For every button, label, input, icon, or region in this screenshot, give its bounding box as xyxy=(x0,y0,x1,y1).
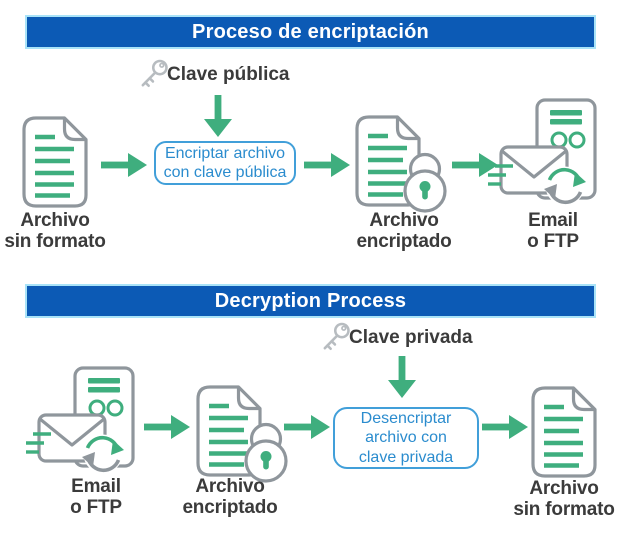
arrow-right-icon xyxy=(144,413,190,441)
email-ftp-icon xyxy=(487,98,599,208)
key-icon xyxy=(138,58,170,90)
locked-document-icon xyxy=(196,385,290,483)
arrow-right-icon xyxy=(304,151,350,179)
arrow-right-icon xyxy=(101,151,147,179)
public-key-label: Clave pública xyxy=(167,64,290,85)
encrypt-process-box: Encriptar archivo con clave pública xyxy=(154,141,296,185)
public-key-label-group: Clave pública xyxy=(138,58,290,90)
document-icon xyxy=(531,386,597,478)
arrow-right-icon xyxy=(284,413,330,441)
plain-file-label: Archivo sin formato xyxy=(4,210,106,252)
decryption-title: Decryption Process xyxy=(214,289,407,312)
document-icon xyxy=(22,116,88,208)
locked-document-icon xyxy=(355,115,449,213)
transport-label: Email o FTP xyxy=(527,210,579,252)
encrypted-file-label: Archivo encriptado xyxy=(182,476,278,518)
arrow-down-icon xyxy=(202,95,234,137)
encrypted-file-label: Archivo encriptado xyxy=(356,210,452,252)
private-key-label: Clave privada xyxy=(349,327,473,348)
arrow-right-icon xyxy=(482,413,528,441)
email-ftp-icon xyxy=(25,366,137,476)
transport-label: Email o FTP xyxy=(70,476,122,518)
arrow-down-icon xyxy=(386,356,418,398)
decrypt-process-box: Desencriptar archivo con clave privada xyxy=(333,407,479,469)
private-key-label-group: Clave privada xyxy=(320,321,473,353)
encryption-header-bar: Proceso de encriptación xyxy=(25,15,596,49)
plain-file-label: Archivo sin formato xyxy=(513,478,615,520)
decryption-header-bar: Decryption Process xyxy=(25,284,596,318)
encryption-title: Proceso de encriptación xyxy=(192,20,429,43)
key-icon xyxy=(320,321,352,353)
